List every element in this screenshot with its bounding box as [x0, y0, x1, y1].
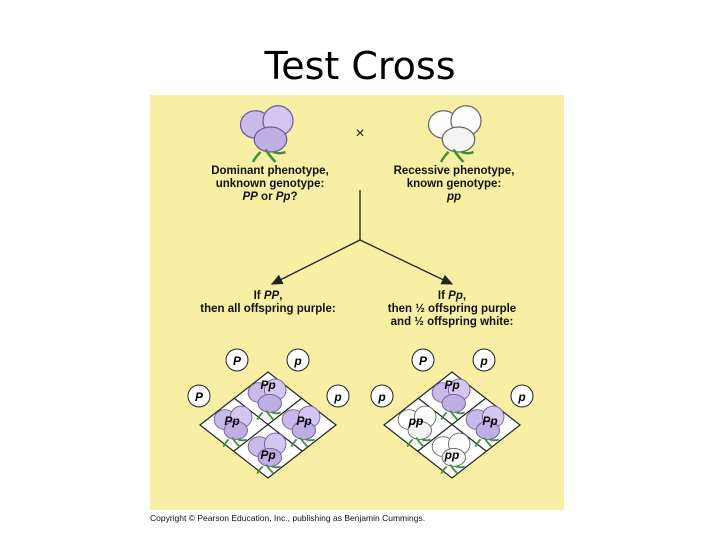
genotype-cell: Pp [260, 448, 275, 462]
genotype-cell: Pp [444, 378, 459, 392]
gamete-label: P [195, 390, 204, 404]
white-parent-flower-icon [427, 104, 483, 164]
arrow-right [359, 239, 454, 285]
gamete-label: p [333, 390, 341, 404]
outcome-pp-label: If PP, then all offspring purple: [200, 290, 336, 315]
gamete-label: p [479, 354, 487, 368]
slide-title: Test Cross [264, 44, 456, 88]
punnett-square-right: Pp pp Pp pp P p p p [370, 348, 534, 479]
genotype-cell: Pp [224, 414, 239, 428]
genotype-cell: pp [408, 414, 424, 428]
gamete-label: p [293, 354, 301, 368]
outcome-Pp-label: If Pp, then ½ offspring purple and ½ off… [387, 290, 517, 328]
recessive-parent-label: Recessive phenotype, known genotype: pp [393, 165, 515, 203]
arrow-left [270, 239, 361, 285]
cross-symbol: × [355, 125, 364, 142]
gamete-label: P [419, 354, 428, 368]
genotype-cell: Pp [482, 414, 497, 428]
copyright-notice: Copyright © Pearson Education, Inc., pub… [150, 513, 426, 523]
punnett-square-left: Pp Pp Pp Pp P p P p [187, 348, 350, 479]
purple-parent-flower-icon [239, 104, 295, 164]
genotype-cell: Pp [296, 414, 311, 428]
gamete-label: p [517, 390, 525, 404]
dominant-parent-label: Dominant phenotype, unknown genotype: PP… [211, 165, 329, 203]
gamete-label: p [377, 390, 385, 404]
gamete-label: P [233, 354, 242, 368]
genotype-cell: pp [444, 448, 460, 462]
genotype-cell: Pp [260, 378, 275, 392]
